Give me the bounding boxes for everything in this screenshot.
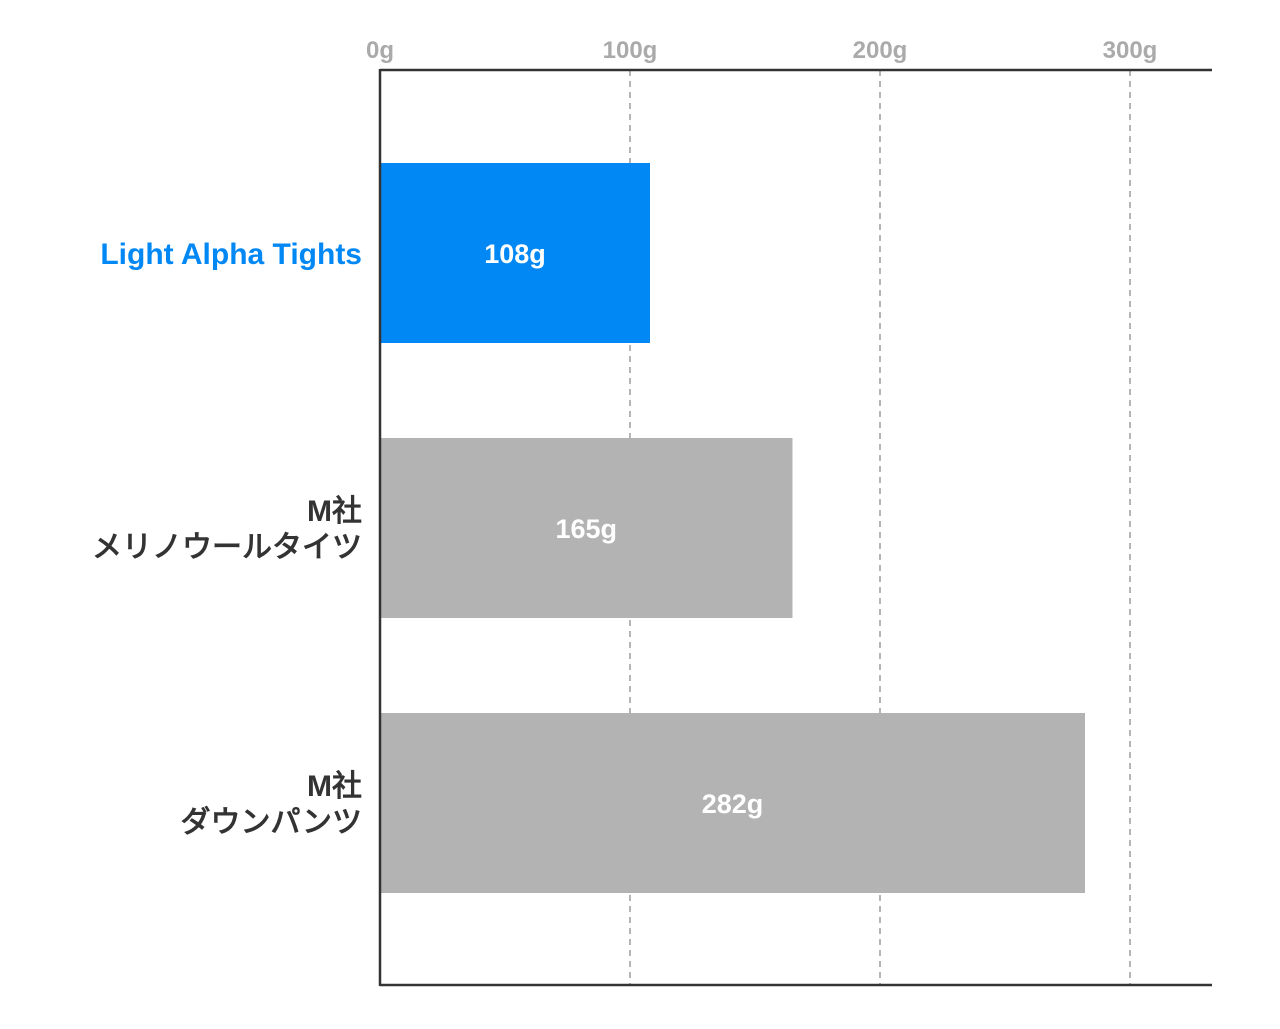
x-tick-label-200: 200g xyxy=(853,37,908,64)
bars: 108g 165g 282g xyxy=(380,163,1085,893)
category-label-1-line-0: M社 xyxy=(307,495,362,528)
category-label-2-line-1: ダウンパンツ xyxy=(181,805,363,839)
x-tick-label-0: 0g xyxy=(366,37,394,64)
bar-0 xyxy=(380,163,650,343)
category-label-1-line-1: メリノウールタイツ xyxy=(92,531,362,564)
bar-1 xyxy=(380,438,793,618)
x-tick-labels: 0g 100g 200g 300g xyxy=(366,37,1157,64)
bar-value-label-2: 282g xyxy=(702,789,764,819)
axes xyxy=(378,68,1212,987)
x-tick-label-100: 100g xyxy=(603,37,658,64)
category-label-2-line-0: M社 xyxy=(307,770,362,803)
category-label-0-line-0: Light Alpha Tights xyxy=(100,238,362,271)
bar-value-label-1: 165g xyxy=(555,514,617,544)
bar-2 xyxy=(380,713,1085,893)
bar-value-label-0: 108g xyxy=(484,239,546,269)
x-tick-label-300: 300g xyxy=(1103,37,1158,64)
